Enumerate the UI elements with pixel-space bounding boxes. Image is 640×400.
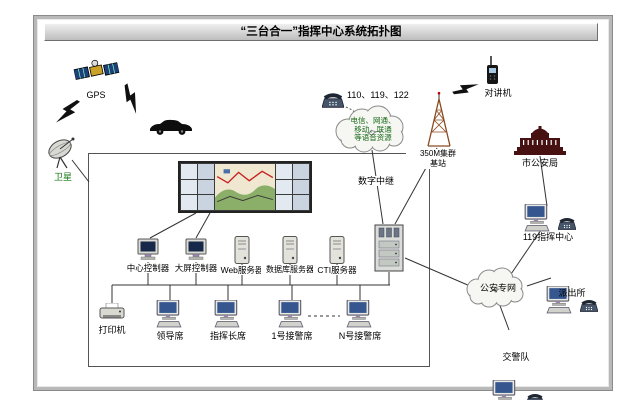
printer-icon <box>98 302 126 328</box>
satellite-dish-icon <box>46 136 80 175</box>
hotline-phone-icon <box>322 92 344 113</box>
phone-icon <box>526 393 544 400</box>
walkie-talkie-label: 对讲机 <box>484 88 512 98</box>
gps-label: GPS <box>86 90 106 100</box>
seat1-icon <box>274 300 308 333</box>
screen-controller-label: 大屏控制器 <box>171 263 221 273</box>
db-server-label: 数据库服务器 <box>261 265 319 275</box>
voice-cloud-line1: 电信、网通、 <box>350 116 396 125</box>
diagram-title-bar: “三台合一”指挥中心系统拓扑图 <box>44 23 598 41</box>
satellite-label: 卫星 <box>53 172 72 182</box>
connection-lines <box>71 105 552 331</box>
seat1-label: 1号接警席 <box>271 331 313 341</box>
traffic-police-label: 交警队 <box>502 352 530 362</box>
video-wall-map-screen <box>215 164 275 210</box>
city-psb-label: 市公安局 <box>521 158 558 168</box>
voice-cloud-label: 电信、网通、 移动、联通 等语音资源 <box>337 116 409 143</box>
gps-satellite-icon <box>72 54 121 93</box>
video-wall-right-panels <box>276 164 309 210</box>
leader-seat-icon <box>152 300 186 333</box>
center-controller-label: 中心控制器 <box>123 263 173 273</box>
leader-seat-label: 领导席 <box>156 331 184 341</box>
printer-label: 打印机 <box>98 325 126 335</box>
base-station-line2: 基站 <box>430 159 446 168</box>
government-building-icon <box>514 122 566 161</box>
phone-icon <box>580 299 598 312</box>
radio-tower-icon <box>424 91 454 153</box>
voice-cloud-line2: 移动、联通 <box>354 124 392 134</box>
command-center-box <box>88 153 430 367</box>
video-wall <box>178 161 312 213</box>
commander-seat-label: 指挥长席 <box>209 331 246 341</box>
base-station-label: 350M集群 基站 <box>406 149 470 169</box>
diagram-title: “三台合一”指挥中心系统拓扑图 <box>240 26 402 38</box>
police-net-label: 公安专网 <box>479 283 516 293</box>
center119-workstation-icon <box>524 204 576 232</box>
police-net-cloud <box>466 267 524 308</box>
server-cabinet-icon <box>374 224 404 277</box>
commander-seat-icon <box>210 300 244 333</box>
web-server-label: Web服务器 <box>217 265 267 275</box>
base-station-line1: 350M集群 <box>419 149 456 158</box>
voice-cloud <box>335 105 404 153</box>
digital-trunk-label: 数字中继 <box>348 176 404 186</box>
center119-label: 119指挥中心 <box>522 232 574 242</box>
phone-icon <box>558 217 576 230</box>
traffic-police-workstation-icon <box>492 380 544 400</box>
panel-frame <box>34 16 612 390</box>
police-station-label: 派出所 <box>558 288 586 298</box>
car-icon <box>148 116 194 141</box>
walkie-talkie-icon <box>486 56 502 91</box>
seatN-label: N号接警席 <box>338 331 382 341</box>
cti-server-label: CTI服务器 <box>313 265 361 275</box>
video-wall-left-panels <box>181 164 214 210</box>
seatN-icon <box>342 300 376 333</box>
voice-cloud-line3: 等语音资源 <box>354 133 392 142</box>
hotlines-label: 110、119、122 <box>347 90 409 100</box>
